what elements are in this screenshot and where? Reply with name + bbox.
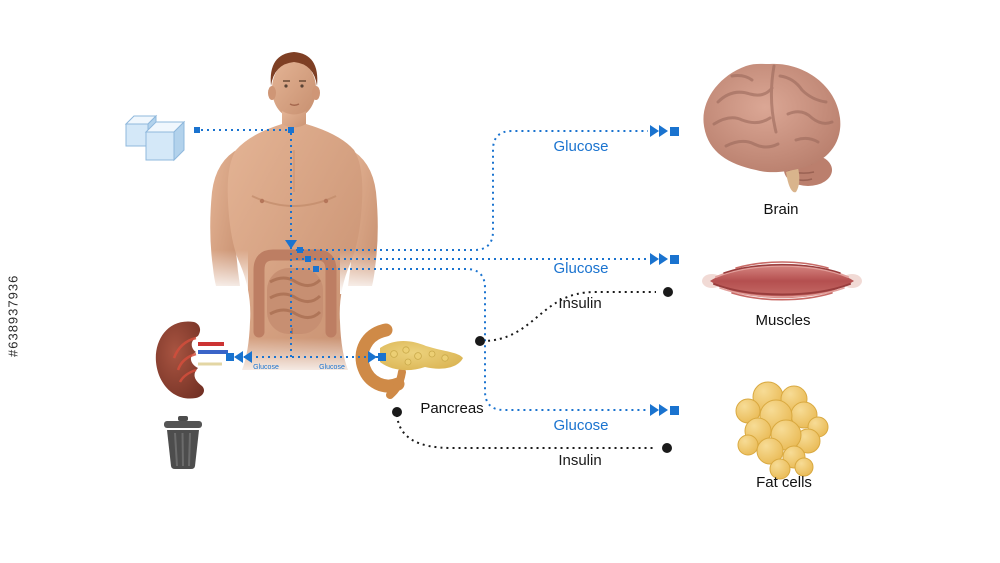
- glucose-square-sugar: [194, 127, 200, 133]
- glucose-muscles-label: Glucose: [553, 260, 609, 277]
- trash-can-icon: [164, 416, 202, 469]
- brain-illustration: [703, 63, 841, 193]
- fat-cells-illustration: [735, 381, 829, 480]
- glucose-square-junction-1: [297, 247, 303, 253]
- glucose-path-brain: [296, 130, 648, 251]
- glucose-kidney-small-label: Glucose: [253, 364, 279, 371]
- insulin-dot-pancreas-bottom: [392, 407, 402, 417]
- brain-label: Brain: [763, 201, 799, 218]
- insulin-dot-muscles: [663, 287, 673, 297]
- insulin-path-fat-cells: [396, 414, 655, 449]
- insulin-dot-fat-cells: [662, 443, 672, 453]
- pancreas-label: Pancreas: [420, 400, 484, 417]
- glucose-arrow-pancreas: [368, 351, 386, 363]
- glucose-arrow-kidney: [226, 351, 252, 363]
- human-body-illustration: [200, 52, 395, 378]
- kidney-illustration: [155, 321, 228, 399]
- glucose-square-junction-2: [305, 256, 311, 262]
- glucose-brain-label: Glucose: [553, 138, 609, 155]
- glucose-pancreas-small-label: Glucose: [319, 364, 345, 371]
- glucose-arrow-brain: [650, 125, 679, 137]
- muscles-illustration: [702, 261, 862, 301]
- glucose-arrow-muscles: [650, 253, 679, 265]
- glucose-fat-cells-label: Glucose: [553, 417, 609, 434]
- glucose-markers: [194, 125, 679, 416]
- glucose-path-fat-cells: [296, 268, 648, 411]
- glucose-arrow-down-body: [285, 240, 297, 249]
- fat-cells-label: Fat cells: [756, 474, 812, 491]
- glucose-square-mouth: [288, 127, 294, 133]
- insulin-fat-cells-label: Insulin: [558, 452, 602, 469]
- insulin-dot-pancreas-right: [475, 336, 485, 346]
- insulin-muscles-label: Insulin: [558, 295, 602, 312]
- pancreas-illustration: [355, 323, 463, 399]
- insulin-path-muscles: [481, 291, 656, 342]
- muscles-label: Muscles: [755, 312, 811, 329]
- glucose-square-junction-3: [313, 266, 319, 272]
- sugar-cubes-icon: [124, 114, 186, 162]
- glucose-arrow-fat-cells: [650, 404, 679, 416]
- intestines-illustration: [253, 249, 337, 338]
- insulin-markers: [392, 287, 673, 453]
